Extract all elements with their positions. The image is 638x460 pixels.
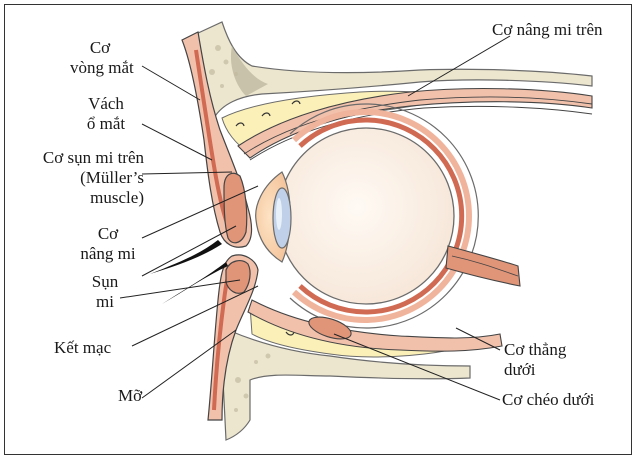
label-tarsus: Sụn mi bbox=[91, 272, 119, 311]
lens bbox=[272, 187, 292, 249]
upper-orbital-bone bbox=[195, 21, 593, 120]
inferior-oblique-muscle bbox=[308, 316, 352, 340]
label-muller-muscle: Cơ sụn mi trên (Müller’s muscle) bbox=[42, 148, 144, 207]
lower-eyelash bbox=[162, 262, 228, 304]
upper-eyelash bbox=[150, 240, 222, 274]
label-levator-upper: Cơ nâng mi trên bbox=[492, 20, 603, 39]
label-inferior-rectus: Cơ thẳng dưới bbox=[504, 340, 567, 379]
lower-orbital-bone bbox=[221, 329, 471, 441]
eyeball bbox=[277, 127, 455, 305]
label-orbicularis-oculi: Cơ vòng mắt bbox=[70, 38, 134, 77]
label-orbital-septum: Vách ổ mắt bbox=[86, 94, 126, 133]
lower-tarsus bbox=[225, 260, 251, 294]
label-levator: Cơ nâng mi bbox=[80, 224, 136, 263]
label-conjunctiva: Kết mạc bbox=[54, 338, 112, 357]
label-inferior-oblique: Cơ chéo dưới bbox=[502, 390, 595, 409]
upper-tarsus bbox=[223, 172, 248, 244]
lower-eyelid bbox=[207, 254, 259, 421]
label-fat: Mỡ bbox=[118, 386, 143, 405]
optic-nerve bbox=[445, 245, 521, 287]
leader-lines bbox=[119, 35, 511, 401]
